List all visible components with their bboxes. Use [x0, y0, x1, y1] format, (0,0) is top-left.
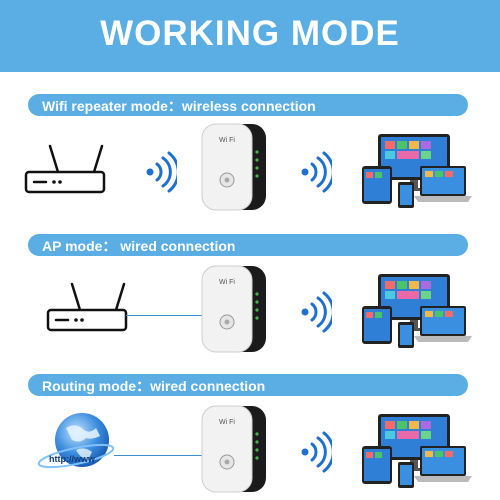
mode-bar-routing: Routing mode：wired connection [28, 374, 468, 396]
mode-bar-repeater: Wifi repeater mode：wireless connection [28, 94, 468, 116]
client-devices-icon [362, 274, 472, 348]
wifi-repeater-icon: Wi Fi [201, 265, 266, 353]
wired-connection-line [114, 455, 206, 456]
client-devices-icon [362, 414, 472, 488]
internet-globe-icon: http://www [37, 413, 115, 469]
wifi-repeater-icon: Wi Fi [201, 405, 266, 493]
header-banner: WORKING MODE [0, 0, 500, 72]
wireless-signal-icon [301, 291, 332, 333]
mode-label-repeater: Wifi repeater mode：wireless connection [42, 98, 316, 114]
repeater-badge: Wi Fi [219, 137, 235, 144]
wireless-signal-icon [146, 151, 177, 193]
wifi-router-icon [46, 282, 128, 332]
globe-url-text: http://www [49, 454, 96, 464]
client-devices-icon [362, 134, 472, 208]
mode-bar-ap: AP mode： wired connection [28, 234, 468, 256]
mode-label-routing: Routing mode：wired connection [42, 378, 266, 394]
page-title: WORKING MODE [100, 14, 400, 53]
wired-connection-line [126, 315, 206, 316]
repeater-badge: Wi Fi [219, 419, 235, 426]
mode-label-ap: AP mode： wired connection [42, 238, 236, 254]
wireless-signal-icon [301, 431, 332, 473]
wifi-router-icon [24, 144, 106, 194]
wireless-signal-icon [301, 151, 332, 193]
wifi-repeater-icon: Wi Fi [201, 123, 266, 211]
repeater-badge: Wi Fi [219, 279, 235, 286]
